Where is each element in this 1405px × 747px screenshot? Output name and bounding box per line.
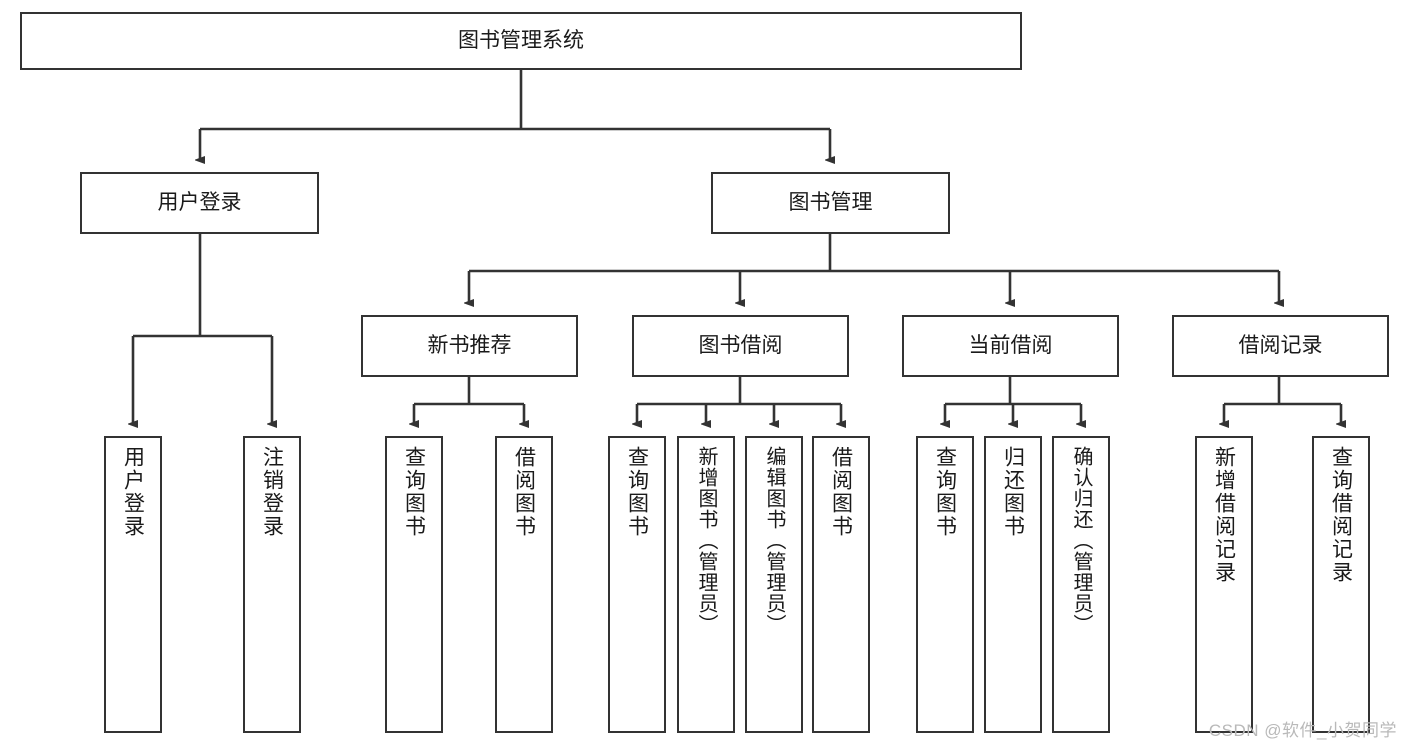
leaf-query-borrow-record[interactable]: 查询借阅记录: [1312, 436, 1370, 733]
leaf-edit-book-admin[interactable]: 编辑图书（管理员）: [745, 436, 803, 733]
leaf-query-book-recommend[interactable]: 查询图书: [385, 436, 443, 733]
leaf-query-book-borrow[interactable]: 查询图书: [608, 436, 666, 733]
leaf-logout[interactable]: 注销登录: [243, 436, 301, 733]
node-label: 新增借阅记录: [1212, 446, 1236, 584]
leaf-user-login[interactable]: 用户登录: [104, 436, 162, 733]
node-borrow-record[interactable]: 借阅记录: [1172, 315, 1389, 377]
node-label: 归还图书: [1001, 446, 1025, 538]
node-label: 用户登录: [157, 190, 242, 214]
node-label: 新增图书（管理员）: [695, 446, 717, 635]
node-label: 图书管理系统: [458, 28, 584, 52]
node-current-borrow[interactable]: 当前借阅: [902, 315, 1119, 377]
node-label: 新书推荐: [427, 333, 512, 357]
node-label: 借阅图书: [829, 446, 853, 538]
node-new-book-recommend[interactable]: 新书推荐: [361, 315, 578, 377]
node-label: 查询图书: [933, 446, 957, 538]
node-label: 借阅图书: [512, 446, 536, 538]
node-label: 用户登录: [121, 446, 145, 538]
leaf-borrow-book[interactable]: 借阅图书: [812, 436, 870, 733]
node-user-login[interactable]: 用户登录: [80, 172, 319, 234]
leaf-return-book[interactable]: 归还图书: [984, 436, 1042, 733]
leaf-add-borrow-record[interactable]: 新增借阅记录: [1195, 436, 1253, 733]
node-book-management[interactable]: 图书管理: [711, 172, 950, 234]
watermark-text: CSDN @软件_小贺同学: [1208, 721, 1397, 740]
node-book-borrow[interactable]: 图书借阅: [632, 315, 849, 377]
node-label: 当前借阅: [968, 333, 1053, 357]
node-label: 查询借阅记录: [1329, 446, 1353, 584]
node-label: 注销登录: [260, 446, 284, 538]
node-label: 确认归还（管理员）: [1070, 446, 1092, 635]
node-label: 查询图书: [402, 446, 426, 538]
leaf-add-book-admin[interactable]: 新增图书（管理员）: [677, 436, 735, 733]
node-label: 图书管理: [788, 190, 873, 214]
node-root[interactable]: 图书管理系统: [20, 12, 1022, 70]
node-label: 图书借阅: [698, 333, 783, 357]
leaf-query-book-current[interactable]: 查询图书: [916, 436, 974, 733]
leaf-confirm-return-admin[interactable]: 确认归还（管理员）: [1052, 436, 1110, 733]
leaf-borrow-book-recommend[interactable]: 借阅图书: [495, 436, 553, 733]
node-label: 编辑图书（管理员）: [763, 446, 785, 635]
node-label: 借阅记录: [1238, 333, 1323, 357]
node-label: 查询图书: [625, 446, 649, 538]
